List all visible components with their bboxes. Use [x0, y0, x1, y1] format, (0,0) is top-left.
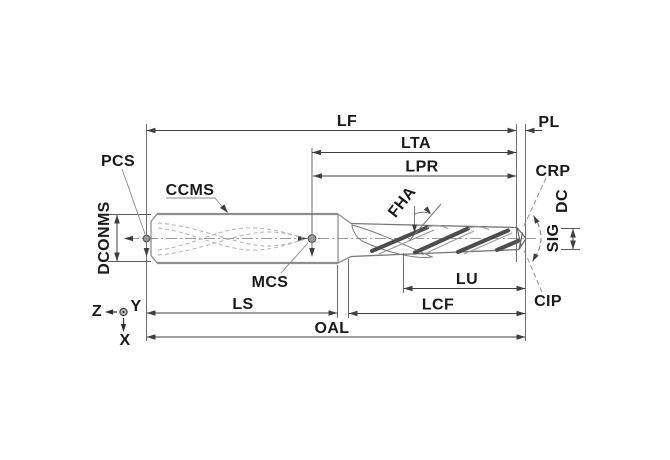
axis-label-z: Z	[92, 303, 102, 320]
dim-label-oal: OAL	[315, 320, 350, 337]
dim-label-mcs: MCS	[252, 274, 289, 291]
fha-arrow-upper	[423, 206, 431, 214]
dim-label-dconms: DCONMS	[96, 201, 113, 275]
dim-label-ls: LS	[232, 296, 253, 313]
axes-origin-dot	[122, 310, 125, 314]
mcs-point-marker	[307, 234, 317, 243]
drill-flute-helix-thin	[378, 225, 513, 256]
sig-arc-arrow-bottom	[532, 253, 539, 262]
dim-label-lcf: LCF	[422, 297, 454, 314]
axis-label-x: X	[119, 332, 130, 349]
pcs-point-marker	[142, 234, 151, 243]
extension-lines	[108, 124, 580, 341]
drill-shank-outline	[150, 212, 352, 265]
dim-label-pl: PL	[538, 114, 559, 131]
x-axis-arrow	[120, 324, 127, 332]
dimension-lines	[116, 130, 574, 338]
dim-label-pcs: PCS	[101, 153, 135, 170]
dim-label-ccms: CCMS	[166, 182, 215, 199]
dim-label-lu: LU	[456, 271, 478, 288]
leader-lines	[121, 168, 547, 293]
dimension-arrowheads	[114, 127, 576, 340]
axis-label-y: Y	[130, 298, 141, 315]
dim-label-crp: CRP	[536, 163, 571, 180]
dim-label-lf: LF	[337, 113, 357, 130]
sig-arc-arrow-top	[533, 215, 540, 224]
dim-label-lpr: LPR	[405, 159, 438, 176]
ccms-leader-arrow	[220, 204, 228, 213]
z-axis-arrow	[105, 309, 113, 315]
dim-label-cip: CIP	[534, 293, 562, 310]
dim-label-sig: SIG	[545, 224, 562, 253]
fha-arrow-down	[411, 224, 418, 233]
drill-point-outline	[516, 227, 527, 250]
centerline-left-arrow	[124, 235, 133, 242]
dim-label-dc: DC	[554, 189, 571, 213]
coolant-channel-hidden-lines	[157, 222, 304, 256]
centerline-right-arrow	[298, 235, 307, 242]
dim-label-lta: LTA	[401, 135, 431, 152]
